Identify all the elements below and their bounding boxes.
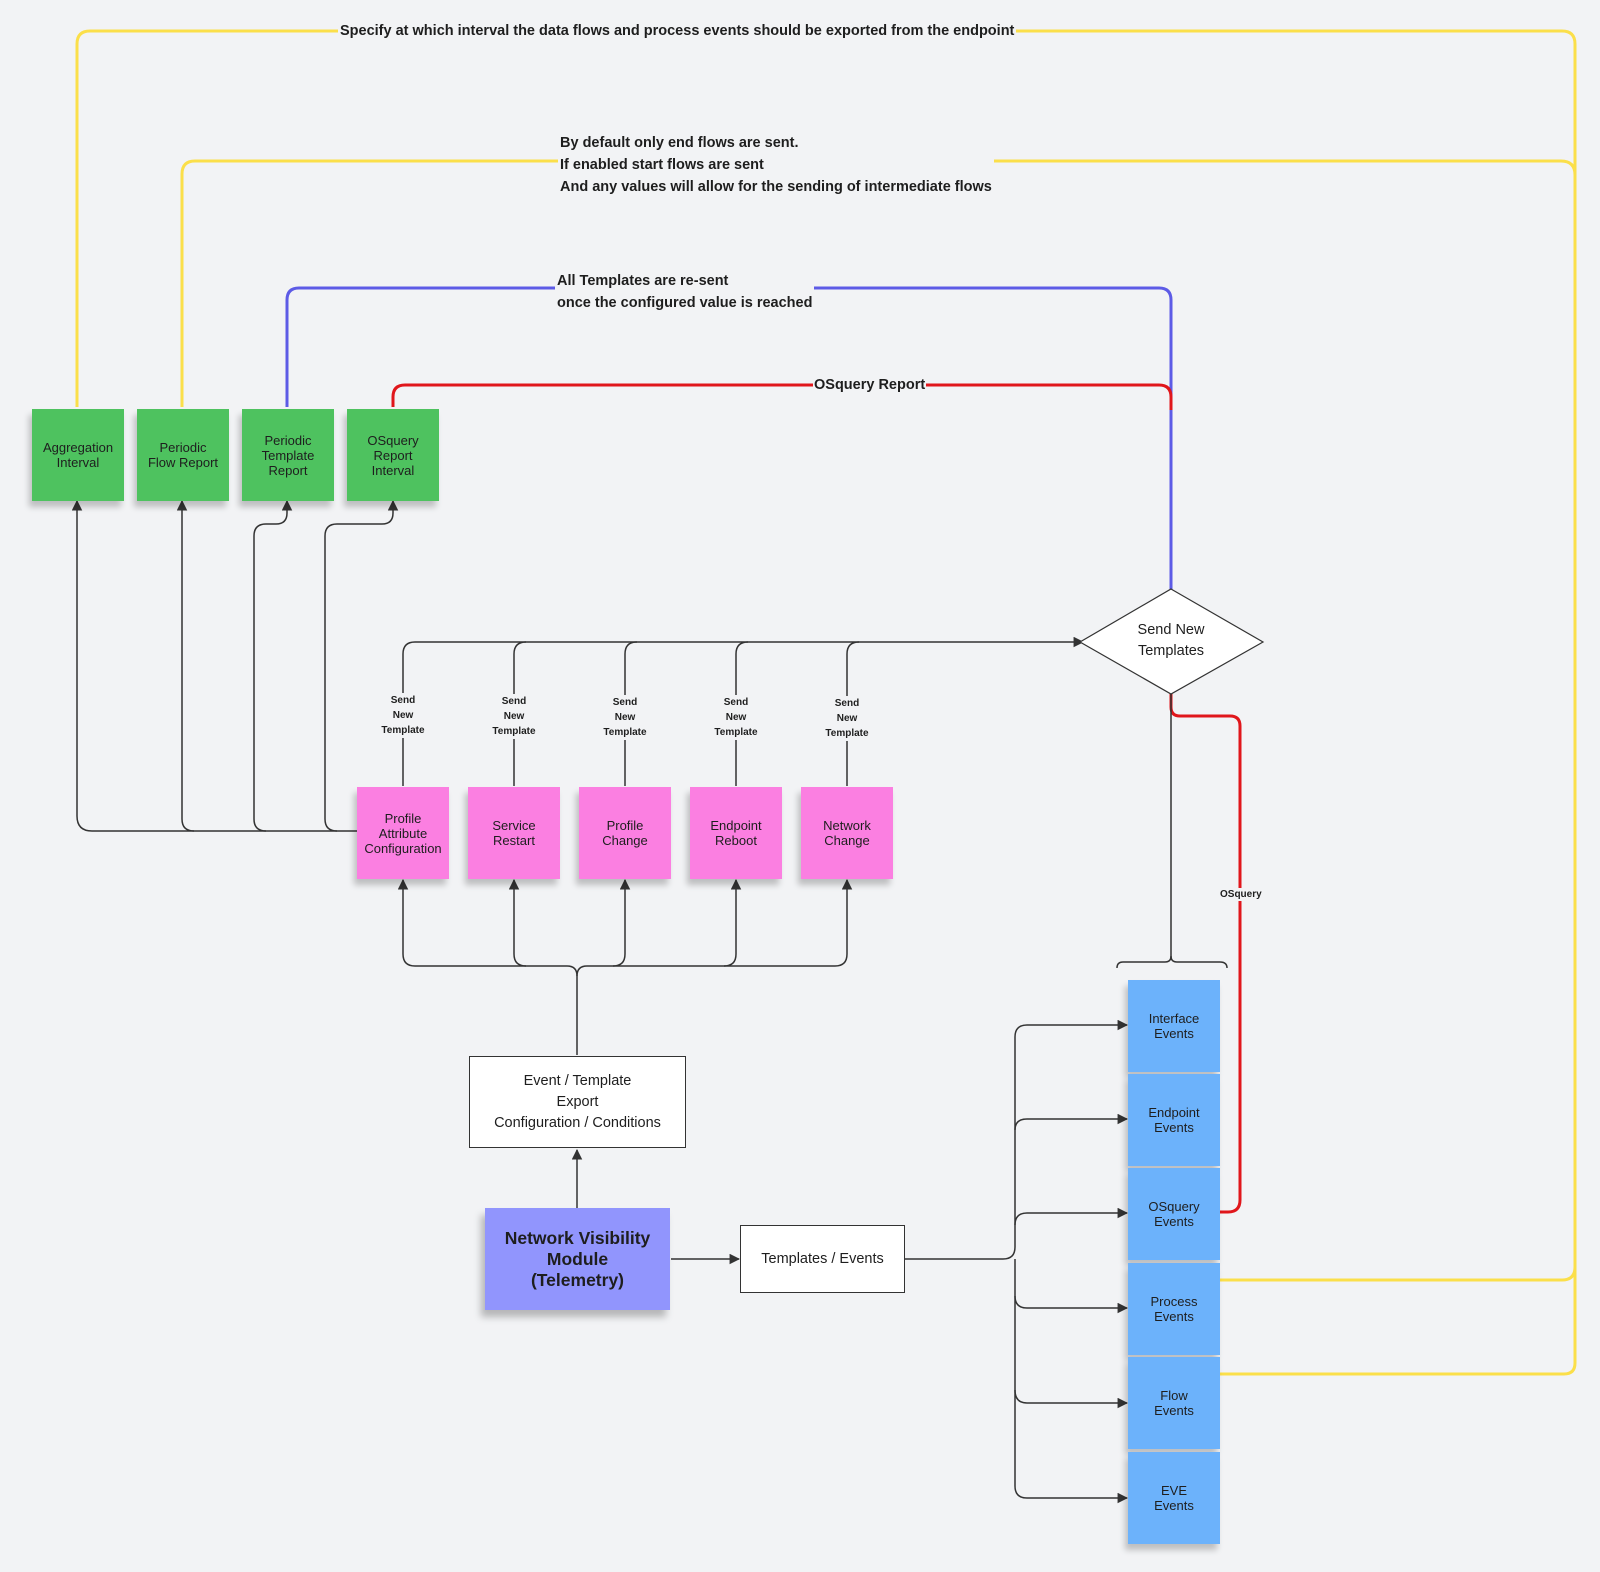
osquery-label: OSquery <box>1219 888 1263 901</box>
endpoint-reboot-note: Endpoint Reboot <box>690 787 782 879</box>
profile-change-note: Profile Change <box>579 787 671 879</box>
process-events-note: Process Events <box>1128 1263 1220 1355</box>
decision-label: Send New Templates <box>1137 622 1205 659</box>
osquery-events-line <box>1169 694 1242 1214</box>
periodic-template-report-note: Periodic Template Report <box>242 409 334 501</box>
osquery-report-interval-note: OSquery Report Interval <box>347 409 439 501</box>
send-new-template-label: Send New Template <box>373 693 433 738</box>
templates-events-box: Templates / Events <box>740 1225 905 1293</box>
interval-annotation: Specify at which interval the data flows… <box>338 23 1017 39</box>
send-new-template-label: Send New Template <box>484 694 544 739</box>
interval-feedback-line <box>75 29 1577 1282</box>
endpoint-events-note: Endpoint Events <box>1128 1074 1220 1166</box>
eve-events-note: EVE Events <box>1128 1452 1220 1544</box>
flow-events-note: Flow Events <box>1128 1357 1220 1449</box>
network-change-note: Network Change <box>801 787 893 879</box>
templates-annotation: All Templates are re-sent once the confi… <box>555 270 815 314</box>
osquery-report-label: OSquery Report <box>813 377 927 393</box>
send-new-template-label: Send New Template <box>817 696 877 741</box>
flow-feedback-line <box>180 159 1577 1376</box>
profile-attribute-configuration-note: Profile Attribute Configuration <box>357 787 449 879</box>
send-new-template-label: Send New Template <box>595 695 655 740</box>
osquery-report-line <box>391 383 1173 410</box>
periodic-flow-report-note: Periodic Flow Report <box>137 409 229 501</box>
service-restart-note: Service Restart <box>468 787 560 879</box>
osquery-events-note: OSquery Events <box>1128 1168 1220 1260</box>
send-new-template-label: Send New Template <box>706 695 766 740</box>
aggregation-interval-note: Aggregation Interval <box>32 409 124 501</box>
flows-annotation: By default only end flows are sent. If e… <box>558 130 994 200</box>
export-configuration-box: Event / Template Export Configuration / … <box>469 1056 686 1148</box>
send-new-templates-decision <box>1078 588 1265 695</box>
network-visibility-module: Network Visibility Module (Telemetry) <box>485 1208 670 1310</box>
interface-events-note: Interface Events <box>1128 980 1220 1072</box>
